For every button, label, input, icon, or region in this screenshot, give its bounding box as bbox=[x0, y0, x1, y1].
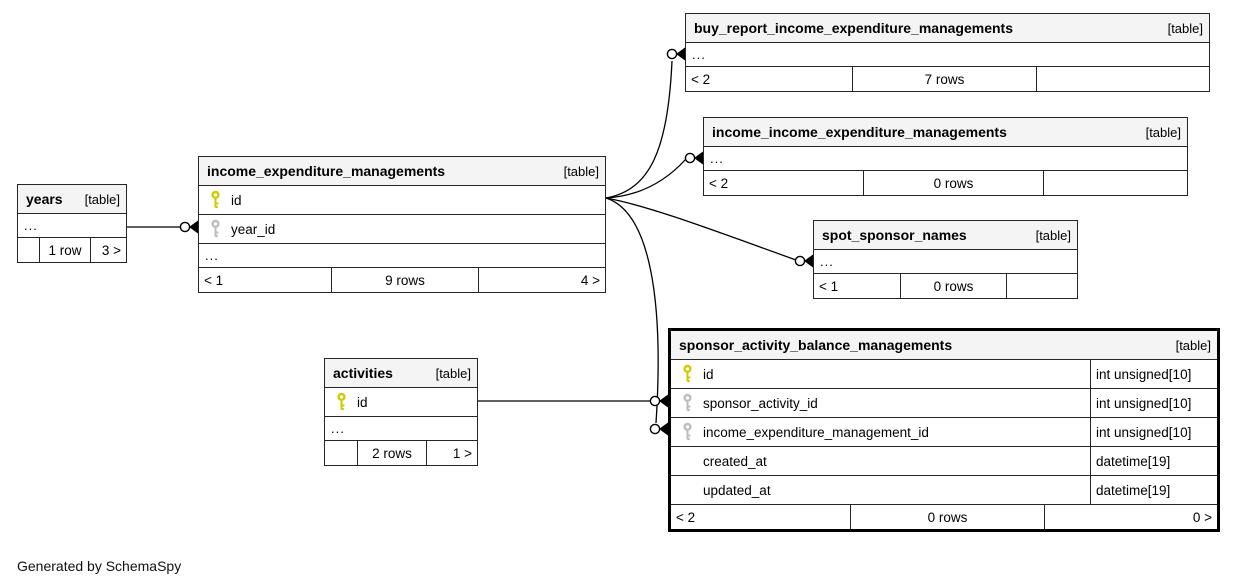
column-year_id: year_id bbox=[199, 215, 605, 244]
row-count: 0 rows bbox=[851, 505, 1045, 529]
foreign-key-icon bbox=[682, 393, 693, 413]
column-name: sponsor_activity_id bbox=[703, 395, 818, 411]
table-header[interactable]: years [table] bbox=[18, 185, 126, 214]
hidden-columns-ellipsis: ... bbox=[199, 244, 605, 268]
table-name: income_expenditure_managements bbox=[207, 163, 446, 179]
column-updated_at: updated_at datetime[19] bbox=[671, 476, 1217, 505]
column-name: id bbox=[357, 394, 368, 410]
column-name: id bbox=[231, 192, 242, 208]
generator-credit: Generated by SchemaSpy bbox=[17, 558, 182, 574]
column-name: created_at bbox=[703, 453, 767, 469]
hidden-columns-ellipsis: ... bbox=[686, 43, 1209, 67]
table-header[interactable]: spot_sponsor_names [table] bbox=[814, 221, 1077, 250]
table-type-badge: [table] bbox=[1167, 20, 1203, 36]
table-type-badge: [table] bbox=[1035, 227, 1071, 243]
hidden-columns-ellipsis: ... bbox=[704, 147, 1187, 171]
parent-count: < 2 bbox=[686, 67, 853, 91]
table-name: spot_sponsor_names bbox=[822, 227, 967, 243]
parent-count bbox=[325, 441, 358, 465]
column-sponsor_activity_id: sponsor_activity_id int unsigned[10] bbox=[671, 389, 1217, 418]
column-name: id bbox=[703, 366, 714, 382]
table-stats-footer: 1 row 3 > bbox=[18, 238, 126, 262]
hidden-columns-ellipsis: ... bbox=[814, 250, 1077, 274]
table-name: sponsor_activity_balance_managements bbox=[679, 337, 953, 353]
primary-key-icon bbox=[336, 392, 347, 412]
table-stats-footer: 2 rows 1 > bbox=[325, 441, 477, 465]
parent-count: < 2 bbox=[671, 505, 851, 529]
table-income_income_expenditure_managements[interactable]: income_income_expenditure_managements [ta… bbox=[703, 117, 1188, 196]
column-type: datetime[19] bbox=[1090, 476, 1217, 504]
column-type: int unsigned[10] bbox=[1090, 418, 1217, 446]
column-type: datetime[19] bbox=[1090, 447, 1217, 475]
table-income_expenditure_managements[interactable]: income_expenditure_managements [table] id y… bbox=[198, 156, 606, 293]
hidden-columns-ellipsis: ... bbox=[18, 214, 126, 238]
table-name: activities bbox=[333, 365, 393, 381]
table-header[interactable]: income_income_expenditure_managements [ta… bbox=[704, 118, 1187, 147]
column-id: id bbox=[199, 186, 605, 215]
parent-count: < 1 bbox=[199, 268, 332, 292]
parent-count: < 1 bbox=[814, 274, 901, 298]
child-count: 3 > bbox=[101, 242, 121, 258]
table-header[interactable]: activities [table] bbox=[325, 359, 477, 388]
table-header[interactable]: buy_report_income_expenditure_management… bbox=[686, 14, 1209, 43]
child-count bbox=[1037, 67, 1209, 91]
row-count: 1 row bbox=[40, 238, 91, 262]
table-activities[interactable]: activities [table] id...2 rows 1 > bbox=[324, 358, 478, 466]
row-count: 0 rows bbox=[901, 274, 1007, 298]
primary-key-icon bbox=[682, 364, 693, 384]
hidden-columns-ellipsis: ... bbox=[325, 417, 477, 441]
table-name: income_income_expenditure_managements bbox=[712, 124, 1007, 140]
column-name: year_id bbox=[231, 221, 276, 237]
child-count bbox=[1044, 171, 1187, 195]
child-count: 1 > bbox=[452, 445, 472, 461]
parent-count: < 2 bbox=[704, 171, 864, 195]
column-type: int unsigned[10] bbox=[1090, 389, 1217, 417]
table-buy_report_income_expenditure_managements[interactable]: buy_report_income_expenditure_management… bbox=[685, 13, 1210, 92]
parent-count bbox=[18, 238, 40, 262]
child-count: 0 > bbox=[1192, 509, 1212, 525]
column-income_expenditure_management_id: income_expenditure_management_id int unsi… bbox=[671, 418, 1217, 447]
column-name: updated_at bbox=[703, 482, 771, 498]
row-count: 2 rows bbox=[358, 441, 427, 465]
primary-key-icon bbox=[210, 190, 221, 210]
table-type-badge: [table] bbox=[84, 191, 120, 207]
foreign-key-icon bbox=[682, 422, 693, 442]
table-header[interactable]: sponsor_activity_balance_managements [tab… bbox=[671, 331, 1217, 360]
child-count bbox=[1007, 274, 1077, 298]
table-type-badge: [table] bbox=[1145, 124, 1181, 140]
table-years[interactable]: years [table]...1 row 3 > bbox=[17, 184, 127, 263]
row-count: 9 rows bbox=[332, 268, 479, 292]
foreign-key-icon bbox=[210, 219, 221, 239]
table-header[interactable]: income_expenditure_managements [table] bbox=[199, 157, 605, 186]
column-type: int unsigned[10] bbox=[1090, 360, 1217, 388]
row-count: 7 rows bbox=[853, 67, 1037, 91]
column-id: id int unsigned[10] bbox=[671, 360, 1217, 389]
column-id: id bbox=[325, 388, 477, 417]
table-type-badge: [table] bbox=[1175, 337, 1211, 353]
table-name: years bbox=[26, 191, 63, 207]
row-count: 0 rows bbox=[864, 171, 1044, 195]
table-type-badge: [table] bbox=[563, 163, 599, 179]
child-count: 4 > bbox=[580, 272, 600, 288]
column-created_at: created_at datetime[19] bbox=[671, 447, 1217, 476]
table-sponsor_activity_balance_managements[interactable]: sponsor_activity_balance_managements [tab… bbox=[668, 328, 1220, 532]
table-type-badge: [table] bbox=[435, 365, 471, 381]
column-name: income_expenditure_management_id bbox=[703, 424, 929, 440]
table-name: buy_report_income_expenditure_management… bbox=[694, 20, 1013, 36]
